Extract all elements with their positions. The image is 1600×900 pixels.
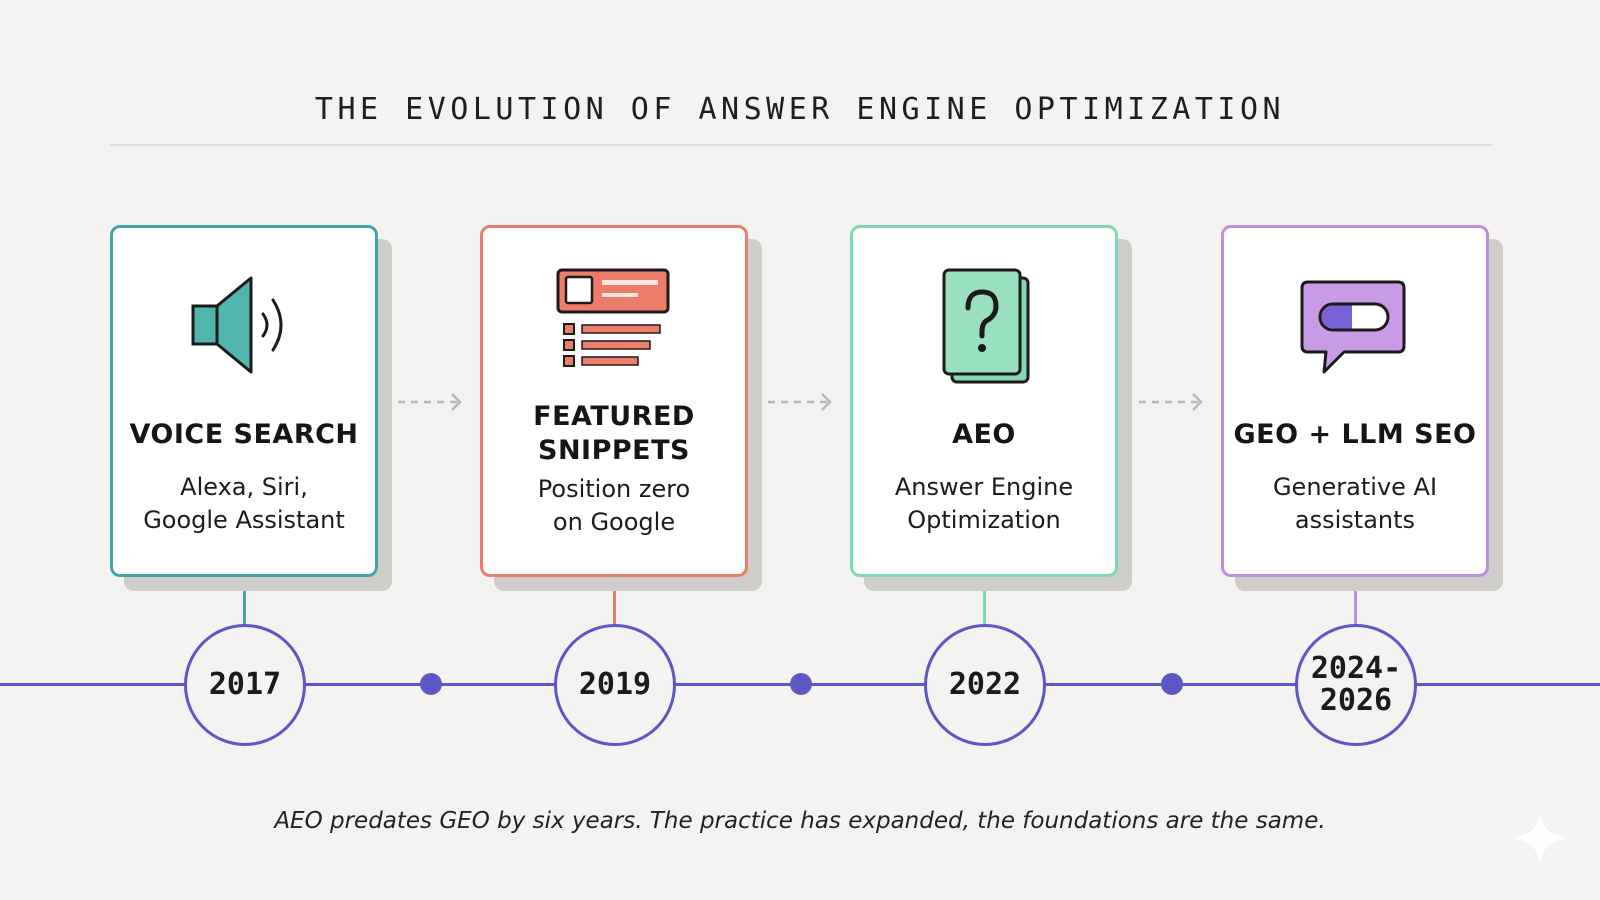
milestone-card-featured-snippets: FEATURED SNIPPETS Position zero on Googl… (480, 225, 748, 577)
year-label: 2017 (208, 667, 282, 702)
description-line: Generative AI assistants (1272, 473, 1438, 534)
connector-aeo (983, 578, 986, 626)
description-line: Position zero on Google (537, 475, 691, 536)
year-label: 2019 (578, 667, 652, 702)
speaker-icon (113, 274, 375, 384)
dashed-arrow-icon (398, 393, 462, 411)
milestone-heading: FEATURED SNIPPETS (533, 401, 695, 466)
dashed-arrow-icon (1139, 393, 1203, 411)
year-label: 2022 (948, 667, 1022, 702)
milestone-heading: VOICE SEARCH (129, 419, 359, 450)
footnote: AEO predates GEO by six years. The pract… (274, 808, 1326, 834)
milestone-description: Alexa, Siri, Google Assistant (123, 471, 365, 537)
timeline-dot (1161, 673, 1183, 695)
description-line: Answer Engine Optimization (894, 473, 1074, 534)
featured-snippet-icon (483, 266, 745, 372)
timeline-dot (420, 673, 442, 695)
milestone-card-aeo: AEO Answer Engine Optimization (850, 225, 1118, 577)
milestone-description: Position zero on Google (493, 473, 735, 539)
milestone-card-voice-search: VOICE SEARCH Alexa, Siri, Google Assista… (110, 225, 378, 577)
chat-bubble-toggle-icon (1224, 278, 1486, 378)
page-title: THE EVOLUTION OF ANSWER ENGINE OPTIMIZAT… (314, 92, 1286, 127)
dashed-arrow-icon (768, 393, 832, 411)
year-marker-2017: 2017 (184, 624, 306, 746)
milestone-description: Generative AI assistants (1234, 471, 1476, 537)
year-marker-2019: 2019 (554, 624, 676, 746)
connector-geo-llm-seo (1354, 578, 1357, 626)
sparkle-icon (1514, 812, 1566, 864)
year-marker-2024-2026: 2024- 2026 (1295, 624, 1417, 746)
description-line: Alexa, Siri, Google Assistant (143, 473, 345, 534)
year-marker-2022: 2022 (924, 624, 1046, 746)
question-card-icon (853, 268, 1115, 384)
connector-voice-search (243, 578, 246, 626)
milestone-description: Answer Engine Optimization (863, 471, 1105, 537)
title-divider (110, 144, 1492, 146)
timeline-dot (790, 673, 812, 695)
year-label: 2024- 2026 (1310, 651, 1402, 718)
milestone-heading: GEO + LLM SEO (1233, 419, 1477, 450)
milestone-heading: AEO (952, 419, 1016, 450)
milestone-card-geo-llm-seo: GEO + LLM SEO Generative AI assistants (1221, 225, 1489, 577)
connector-featured-snippets (613, 578, 616, 626)
